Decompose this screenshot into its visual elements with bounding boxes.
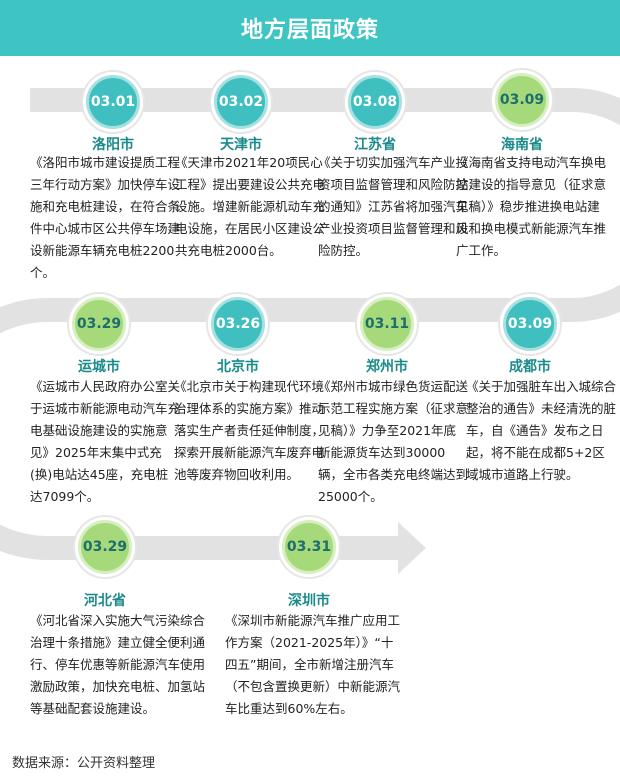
- city-label: 郑州市: [366, 359, 408, 375]
- policy-text: 《河北省深入实施大气污染综合治理十条措施》建立健全便利通行、停车优惠等新能源汽车…: [30, 613, 206, 716]
- city-label: 海南省: [501, 137, 543, 153]
- date-badge: 03.01: [86, 75, 140, 129]
- date-badge: 03.11: [360, 297, 414, 351]
- city-label: 运城市: [78, 359, 120, 375]
- road-path: [0, 88, 620, 560]
- timeline-node: 03.08: [343, 70, 407, 134]
- date-badge: 03.09: [503, 297, 557, 351]
- date-badge: 03.29: [72, 297, 126, 351]
- header-banner: 地方层面政策: [0, 0, 620, 56]
- policy-text: 《关于加强脏车出入城综合整治的通告》未经清洗的脏车，自《通告》发布之日起，将不能…: [466, 379, 617, 482]
- policy-text: 《洛阳市城市建设提质工程三年行动方案》加快停车设施和充电桩建设，在符合条件中心城…: [30, 155, 181, 280]
- policy-text: 《天津市2021年20项民心工程》提出要建设公共充电设施。增建新能源机动车充电设…: [175, 155, 326, 258]
- timeline-node: 03.01: [81, 70, 145, 134]
- date-badge: 03.09: [495, 73, 549, 127]
- date-badge: 03.31: [282, 520, 336, 574]
- timeline-node: 03.11: [355, 292, 419, 356]
- timeline-node: 03.29: [73, 515, 137, 579]
- city-label: 深圳市: [288, 593, 330, 609]
- city-label: 天津市: [220, 137, 262, 153]
- road-arrowhead: [398, 522, 426, 574]
- timeline-node: 03.09: [498, 292, 562, 356]
- source-note: 数据来源：公开资料整理: [12, 756, 156, 771]
- timeline-node: 03.02: [209, 70, 273, 134]
- date-badge: 03.29: [78, 520, 132, 574]
- page-title: 地方层面政策: [240, 18, 379, 43]
- city-label: 江苏省: [354, 137, 396, 153]
- policy-text: 《北京市关于构建现代环境治理体系的实施方案》推动落实生产者责任延伸制度，探索开展…: [174, 379, 325, 482]
- timeline-node: 03.26: [206, 292, 270, 356]
- city-label: 河北省: [84, 593, 126, 609]
- timeline-node: 03.29: [67, 292, 131, 356]
- timeline-node: 03.31: [277, 515, 341, 579]
- city-label: 洛阳市: [92, 137, 134, 153]
- date-badge: 03.08: [348, 75, 402, 129]
- policy-text: 《深圳市新能源汽车推广应用工作方案（2021-2025年）》“十四五”期间，全市…: [225, 613, 401, 716]
- city-label: 北京市: [217, 359, 259, 375]
- date-badge: 03.02: [214, 75, 268, 129]
- policy-text: 《运城市人民政府办公室关于运城市新能源电动汽车充电基础设施建设的实施意见》202…: [30, 379, 181, 504]
- date-badge: 03.26: [211, 297, 265, 351]
- city-label: 成都市: [509, 359, 551, 375]
- timeline-node: 03.09: [490, 68, 554, 132]
- policy-text: 《郑州市城市绿色货运配送示范工程实施方案（征求意见稿）》力争至2021年底新能源…: [318, 379, 469, 504]
- policy-text: 《海南省支持电动汽车换电站建设的指导意见（征求意见稿）》稳步推进换电站建设和换电…: [456, 155, 607, 258]
- policy-text: 《关于切实加强汽车产业投资项目监督管理和风险防控的通知》江苏省将加强汽车产业投资…: [318, 155, 469, 258]
